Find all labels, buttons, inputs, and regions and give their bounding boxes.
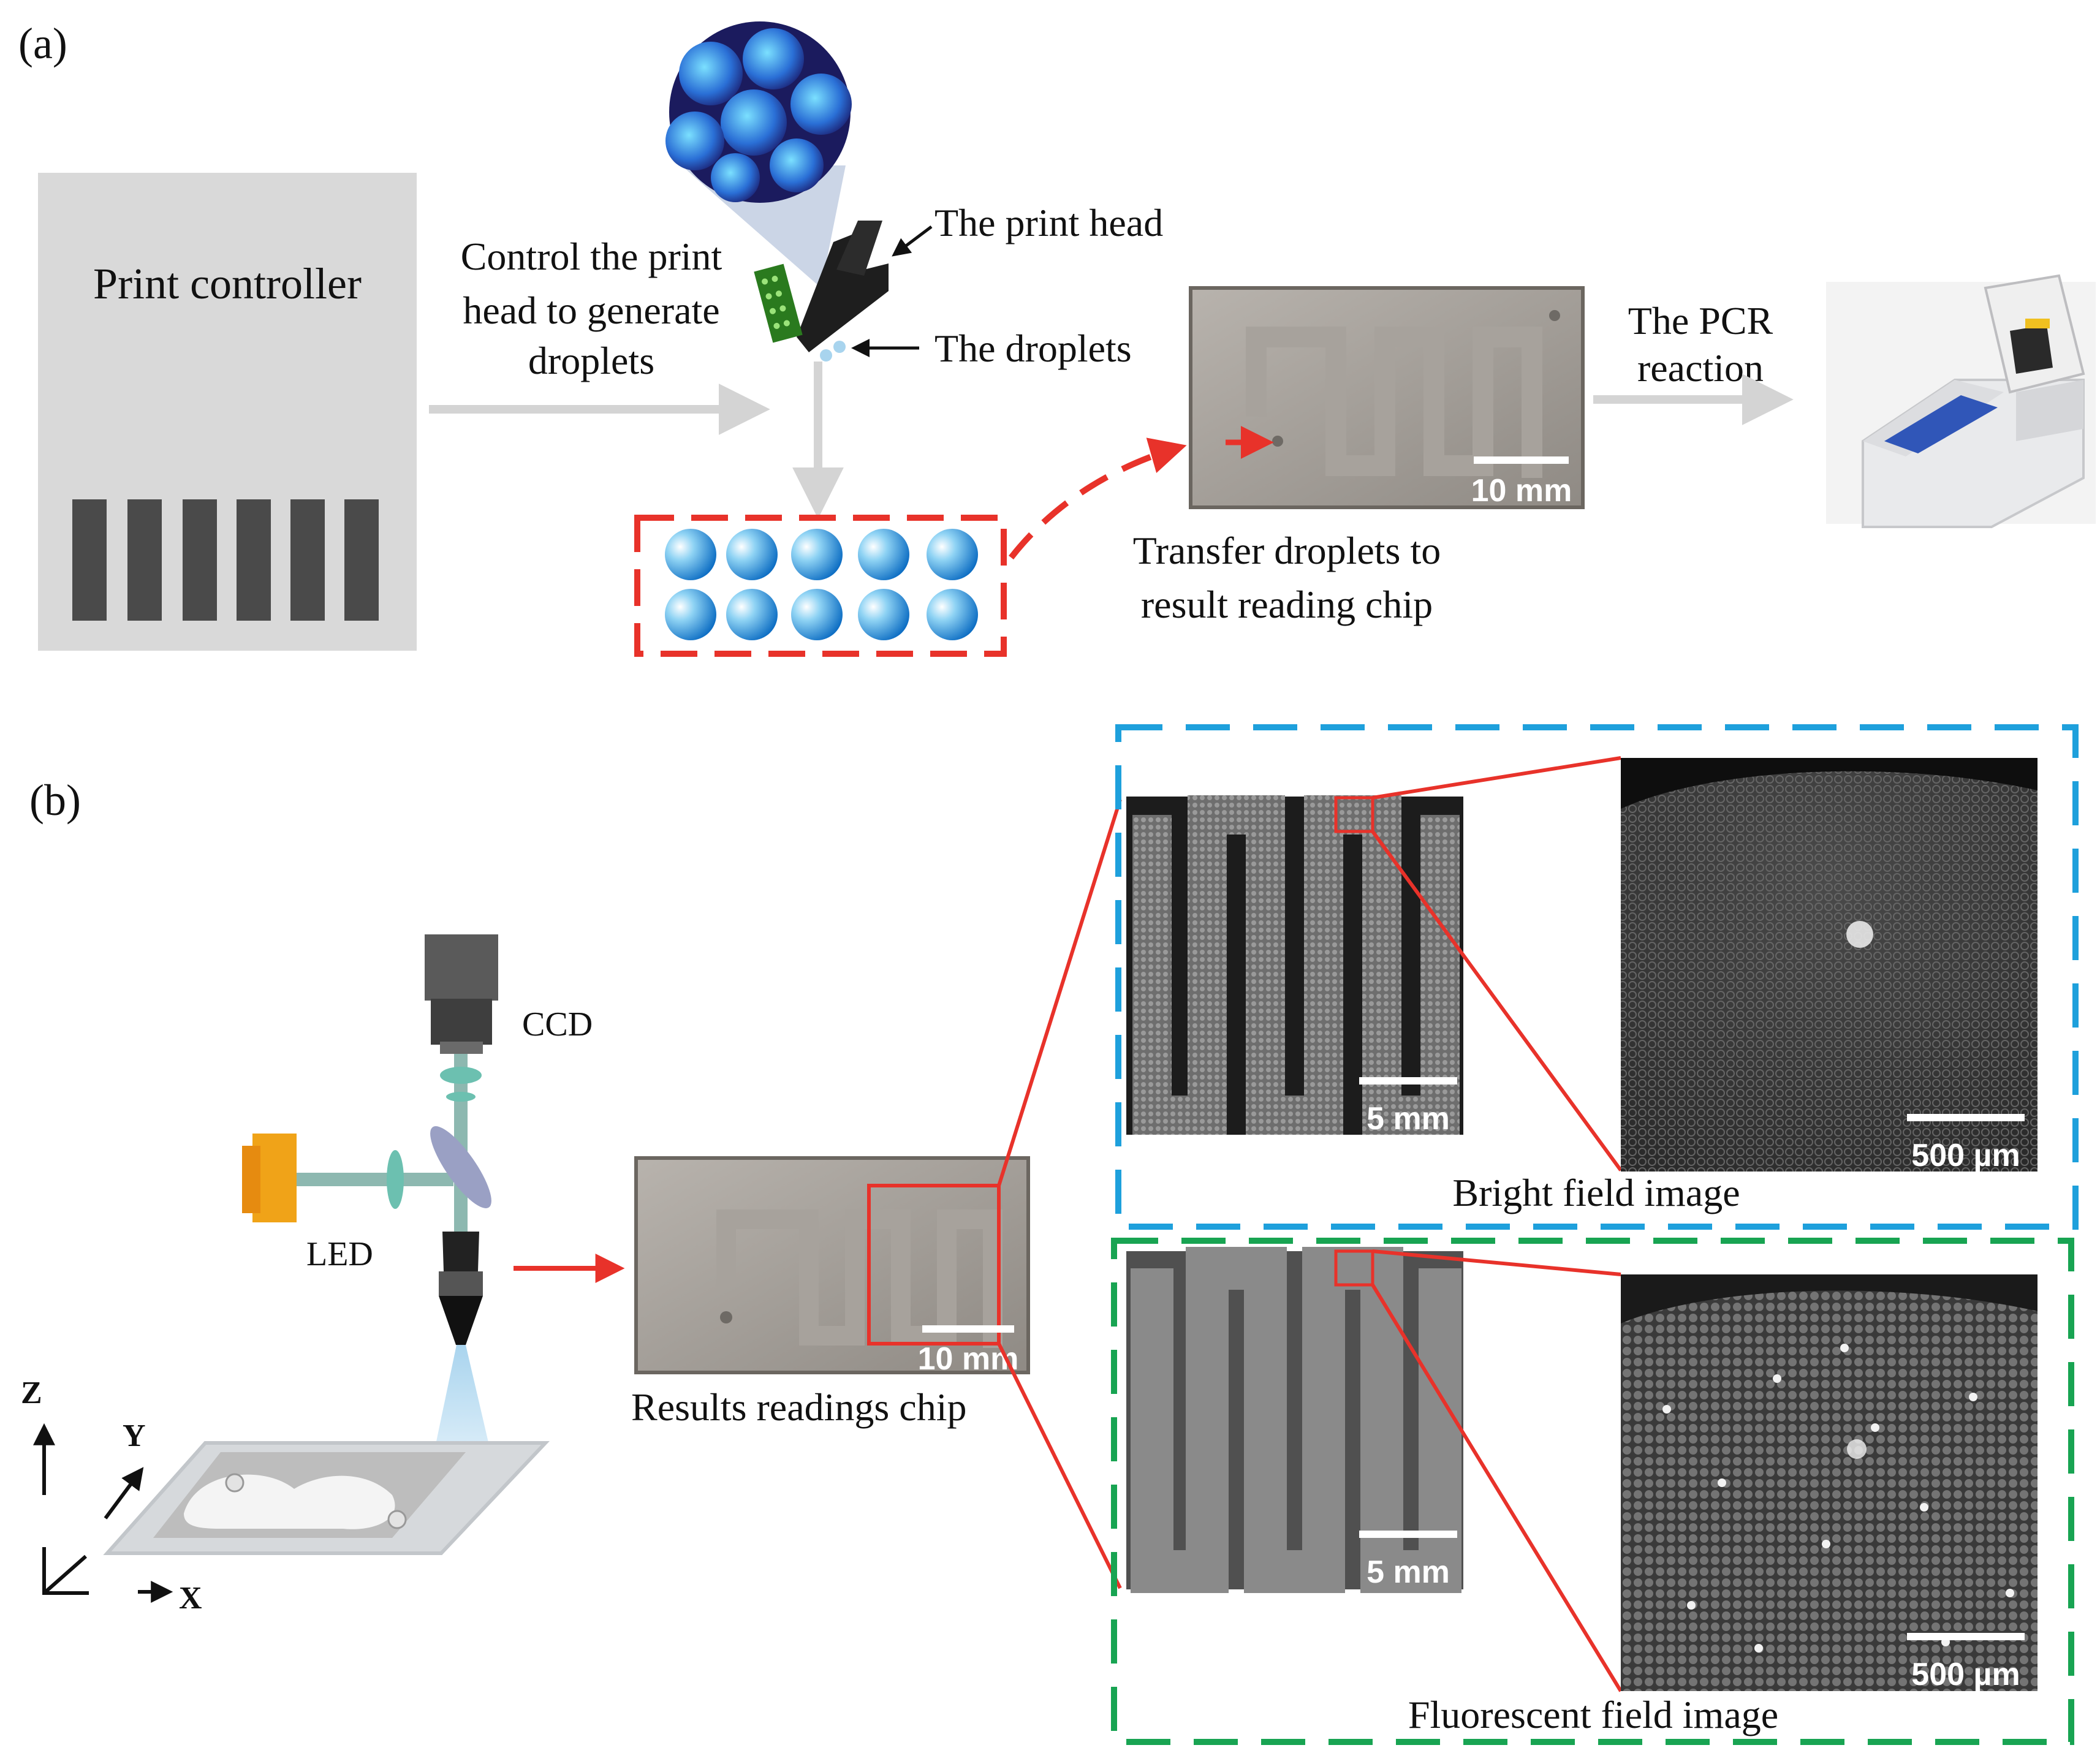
droplet-array (634, 515, 1007, 657)
fluorescent-chip-scale-label: 5 mm (1367, 1554, 1450, 1590)
transfer-curved-arrow (1009, 437, 1187, 560)
transfer-text-line2: result reading chip (1141, 583, 1433, 626)
axis-z-label: Z (21, 1376, 42, 1410)
bright-field-caption: Bright field image (1452, 1171, 1740, 1214)
chip-a-scale-label: 10 mm (1471, 473, 1572, 509)
bright-zoom-box (1334, 796, 1374, 833)
result-reading-chip-a: 10 mm (1189, 286, 1585, 509)
panel-b-label: (b) (29, 776, 81, 825)
bright-chip-image: 5 mm (1126, 795, 1463, 1137)
print-head-label: The print head (934, 201, 1163, 244)
fluorescent-zoom-scale-label: 500 µm (1911, 1657, 2020, 1692)
ejected-droplets-icon (820, 341, 846, 362)
zoom-line-lower (997, 1342, 1122, 1589)
chip-b-highlight-box (867, 1184, 1001, 1346)
droplets-label: The droplets (934, 327, 1132, 370)
pcr-machine-icon (1826, 274, 2096, 528)
fluorescent-field-box (1111, 1238, 2074, 1745)
fluorescent-zoom-image: 500 µm (1621, 1274, 2037, 1692)
results-reading-chip-b: 10 mm (634, 1156, 1030, 1377)
fluorescent-zoom-box (1334, 1249, 1374, 1287)
step1-text-line2: head to generate (463, 289, 719, 332)
bright-zoom-scale-label: 500 µm (1911, 1138, 2020, 1173)
controller-bars (72, 499, 379, 621)
print-controller: Print controller (38, 173, 417, 651)
ccd-camera-icon (425, 934, 498, 1001)
fluorescent-chip-image: 5 mm (1126, 1247, 1463, 1593)
droplet-grid (665, 529, 978, 640)
pcr-text-line1: The PCR (1628, 299, 1773, 343)
lens-icon (440, 1067, 482, 1084)
axis-x-label: X (179, 1581, 202, 1616)
bright-zoom-line-top (1372, 756, 1621, 800)
led-label: LED (306, 1235, 373, 1273)
print-controller-label: Print controller (93, 259, 362, 308)
dichroic-mirror-icon (430, 1126, 491, 1208)
chip-b-caption: Results readings chip (631, 1385, 966, 1429)
ccd-label: CCD (522, 1005, 593, 1043)
print-head-icon (754, 221, 889, 352)
step1-text-line3: droplets (528, 339, 654, 382)
pcr-text-line2: reaction (1637, 346, 1764, 390)
bright-zoom-image: 500 µm (1621, 758, 2037, 1173)
bright-chip-scale-label: 5 mm (1367, 1101, 1450, 1137)
print-head-pointer (892, 225, 933, 257)
panel-a-label: (a) (18, 19, 67, 68)
zoom-line-upper (997, 799, 1122, 1186)
step1-text-line1: Control the print (461, 235, 722, 278)
fluorescent-zoom-line-top (1372, 1249, 1621, 1276)
bright-zoom-line-bottom (1371, 830, 1623, 1172)
axis-y-label: Y (123, 1418, 146, 1453)
transfer-text-line1: Transfer droplets to (1133, 529, 1441, 572)
fluorescent-field-caption: Fluorescent field image (1408, 1693, 1778, 1736)
cells-magnified-icon (665, 21, 852, 288)
bright-field-box (1115, 724, 2079, 1230)
fluorescent-zoom-line-bottom (1371, 1284, 1623, 1692)
axes-icon (33, 1423, 173, 1603)
chip-b-scale-label: 10 mm (918, 1341, 1019, 1377)
optical-setup (103, 934, 550, 1555)
